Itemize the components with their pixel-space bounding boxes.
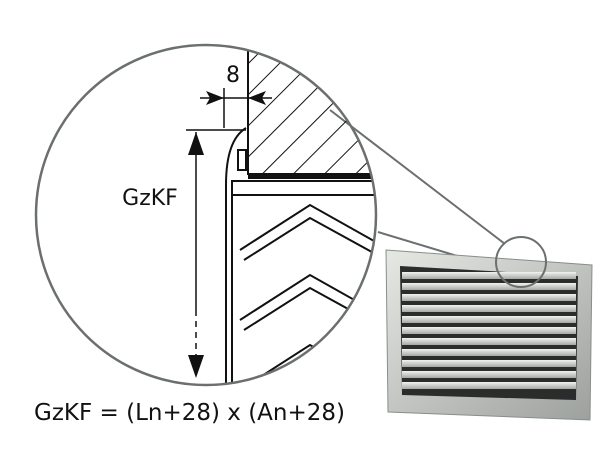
magnifier-circle bbox=[34, 43, 378, 387]
formula-text: GzKF = (Ln+28) x (An+28) bbox=[34, 400, 345, 426]
connector-line-top bbox=[329, 109, 506, 245]
arrow-gap-right bbox=[248, 91, 266, 105]
frame-flange bbox=[231, 180, 376, 196]
magnified-detail bbox=[186, 45, 376, 385]
wall-edge bbox=[248, 173, 376, 179]
gap-dimension-label: 8 bbox=[226, 63, 240, 88]
height-dimension-label: GzKF bbox=[122, 186, 178, 211]
wall-hatch bbox=[248, 45, 376, 175]
louver-blades bbox=[239, 203, 376, 385]
arrow-height-top bbox=[188, 132, 204, 155]
grille-image bbox=[385, 249, 593, 421]
arrow-height-bottom bbox=[188, 355, 204, 378]
arrow-gap-left bbox=[206, 91, 224, 105]
detail-marker-circle bbox=[495, 236, 547, 288]
